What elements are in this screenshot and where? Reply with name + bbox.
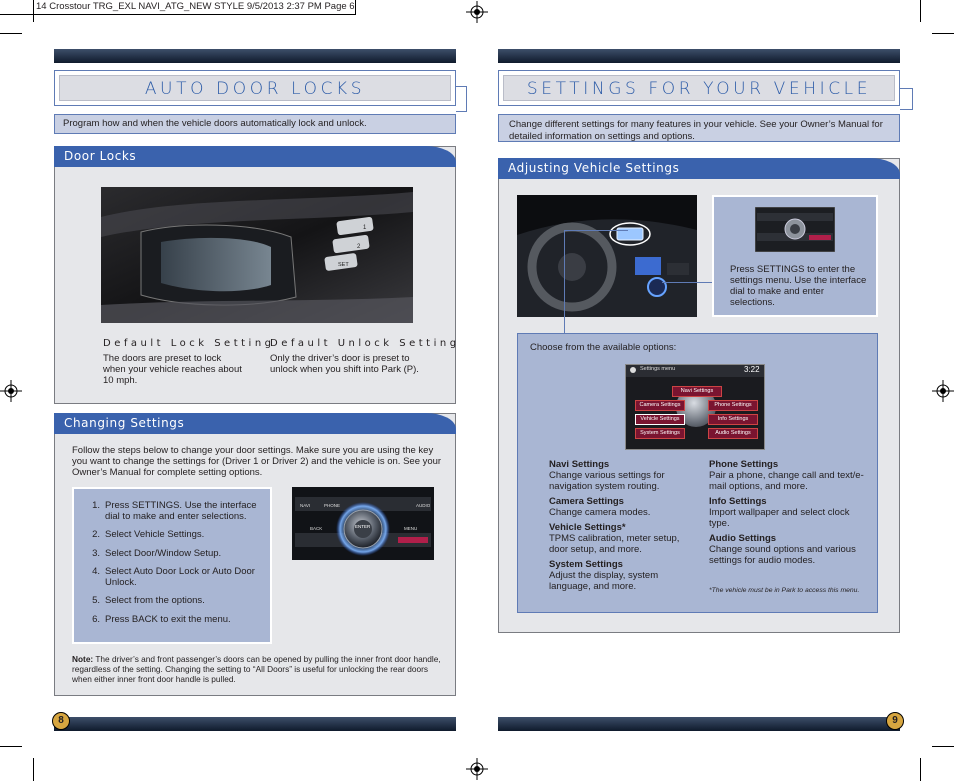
registration-mark-icon bbox=[466, 1, 488, 23]
console-label: ENTER bbox=[355, 524, 371, 529]
console-label: PHONE bbox=[324, 503, 340, 508]
page-title: SETTINGS FOR YOUR VEHICLE bbox=[526, 79, 872, 99]
print-slug: 14 Crosstour TRG_EXL NAVI_ATG_NEW STYLE … bbox=[0, 0, 356, 15]
registration-mark-icon bbox=[0, 380, 22, 402]
door-switch-label: SET bbox=[338, 262, 349, 268]
settings-menu-screen: Settings menu 3:22 Navi Settings Camera … bbox=[625, 364, 765, 450]
changing-settings-tab: Changing Settings bbox=[54, 413, 456, 434]
step-item: 2.Select Vehicle Settings. bbox=[92, 529, 205, 540]
door-switch-photo: 1 2 SET bbox=[101, 187, 413, 323]
steps-box: 1.Press SETTINGS. Use the interface dial… bbox=[72, 487, 272, 644]
door-note: Note: The driver’s and front passenger’s… bbox=[72, 654, 441, 684]
callout-line bbox=[564, 230, 565, 333]
console-label: BACK bbox=[310, 526, 322, 531]
registration-mark-icon bbox=[466, 758, 488, 780]
press-settings-text: Press SETTINGS to enter the settings men… bbox=[730, 264, 867, 308]
screen-title: Settings menu bbox=[640, 366, 676, 372]
callout-line bbox=[662, 282, 714, 283]
screen-time: 3:22 bbox=[744, 365, 760, 374]
menu-item-audio[interactable]: Audio Settings bbox=[708, 428, 758, 439]
intro-text: Program how and when the vehicle doors a… bbox=[54, 114, 456, 134]
menu-item-camera[interactable]: Camera Settings bbox=[635, 400, 685, 411]
console-label: MENU bbox=[404, 526, 417, 531]
menu-item-info[interactable]: Info Settings bbox=[708, 414, 758, 425]
door-switch-label: 2 bbox=[357, 244, 361, 250]
step-item: 3.Select Door/Window Setup. bbox=[92, 547, 222, 559]
step-item: 4.Select Auto Door Lock or Auto Door Unl… bbox=[92, 566, 255, 588]
page-number: 8 bbox=[52, 712, 70, 730]
crop-mark bbox=[0, 33, 22, 34]
callout-line bbox=[564, 230, 628, 231]
menu-item-navi[interactable]: Navi Settings bbox=[672, 386, 722, 397]
crop-mark bbox=[932, 33, 954, 34]
menu-item-vehicle[interactable]: Vehicle Settings bbox=[635, 414, 685, 425]
default-unlock-text: Only the driver’s door is preset to unlo… bbox=[270, 353, 419, 375]
settings-dial-photo bbox=[755, 207, 835, 252]
crop-mark bbox=[920, 758, 921, 781]
bottom-bar bbox=[498, 717, 900, 731]
crop-mark bbox=[932, 746, 954, 747]
title-bracket bbox=[900, 88, 913, 110]
dashboard-photo bbox=[517, 195, 697, 317]
registration-mark-icon bbox=[932, 380, 954, 402]
console-label: NAVI bbox=[300, 503, 310, 508]
changing-settings-intro: Follow the steps below to change your do… bbox=[72, 445, 442, 478]
step-item: 6.Press BACK to exit the menu. bbox=[92, 613, 231, 625]
default-lock-heading: Default Lock Setting bbox=[103, 338, 275, 349]
title-bracket bbox=[456, 86, 467, 112]
option-item: Vehicle Settings*TPMS calibration, meter… bbox=[549, 522, 680, 555]
console-label: AUDIO bbox=[416, 503, 431, 508]
console-dial-photo: NAVI PHONE AUDIO BACK ENTER MENU bbox=[292, 487, 434, 560]
step-item: 5.Select from the options. bbox=[92, 595, 205, 606]
door-locks-tab: Door Locks bbox=[54, 146, 456, 167]
page-title-box: AUTO DOOR LOCKS bbox=[54, 70, 456, 106]
page-title-box: SETTINGS FOR YOUR VEHICLE bbox=[498, 70, 900, 106]
top-bar bbox=[54, 49, 456, 63]
default-lock-text: The doors are preset to lock when your v… bbox=[103, 353, 242, 386]
page-number: 9 bbox=[886, 712, 904, 730]
crop-mark bbox=[33, 0, 34, 22]
park-footnote: *The vehicle must be in Park to access t… bbox=[709, 587, 860, 594]
crop-mark bbox=[920, 0, 921, 22]
default-unlock-heading: Default Unlock Setting bbox=[270, 338, 460, 349]
crop-mark bbox=[0, 746, 22, 747]
menu-item-system[interactable]: System Settings bbox=[635, 428, 685, 439]
settings-gear-icon bbox=[630, 367, 636, 373]
door-switch-label: 1 bbox=[363, 225, 367, 231]
step-item: 1.Press SETTINGS. Use the interface dial… bbox=[92, 500, 257, 522]
bottom-bar bbox=[54, 717, 456, 731]
choose-options-text: Choose from the available options: bbox=[530, 342, 677, 353]
crop-mark bbox=[33, 758, 34, 781]
top-bar bbox=[498, 49, 900, 63]
intro-text: Change different settings for many featu… bbox=[498, 114, 900, 142]
adjusting-settings-tab: Adjusting Vehicle Settings bbox=[498, 158, 900, 179]
menu-item-phone[interactable]: Phone Settings bbox=[708, 400, 758, 411]
page-title: AUTO DOOR LOCKS bbox=[144, 79, 366, 99]
